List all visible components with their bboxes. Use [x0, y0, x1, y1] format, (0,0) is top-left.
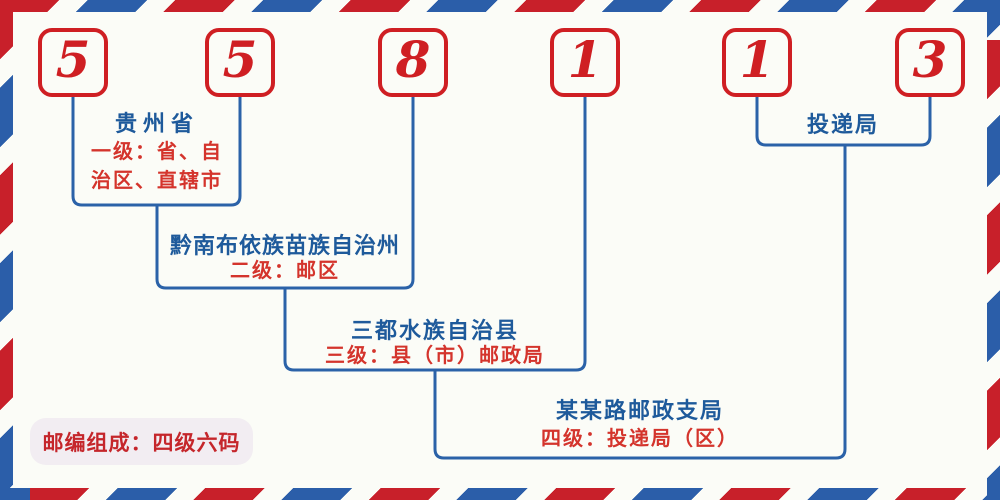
footer-badge: 邮编组成：四级六码	[30, 418, 253, 465]
level1-description: 一级：省、自 治区、直辖市	[91, 137, 223, 195]
level1-description-line2: 治区、直辖市	[91, 168, 223, 192]
digit-5: 1	[739, 30, 775, 89]
level1-region-name: 贵州省	[114, 111, 200, 137]
border-stripe-top	[0, 0, 1000, 12]
bracket-delivery-office	[755, 97, 932, 147]
digit-box-1: 5	[38, 28, 108, 97]
digit-2: 5	[222, 30, 258, 89]
digit-1: 5	[55, 30, 91, 89]
border-stripe-bottom	[0, 488, 1000, 500]
level1-description-line1: 一级：省、自	[91, 139, 223, 163]
digit-3: 8	[395, 30, 431, 89]
level4-description: 四级：投递局（区）	[541, 426, 739, 450]
level2-region-name: 黔南布依族苗族自治州	[169, 233, 401, 259]
delivery-office-label: 投递局	[806, 112, 880, 138]
footer-badge-text: 邮编组成：四级六码	[42, 429, 241, 455]
digit-box-3: 8	[378, 28, 448, 97]
digit-box-6: 3	[895, 28, 965, 97]
digit-4: 1	[567, 30, 603, 89]
digit-6: 3	[912, 30, 948, 89]
digit-box-5: 1	[722, 28, 792, 97]
digit-box-2: 5	[205, 28, 275, 97]
digit-box-4: 1	[550, 28, 620, 97]
border-stripe-left	[0, 0, 13, 500]
bracket-level4	[433, 145, 847, 460]
level2-description: 二级：邮区	[230, 258, 340, 282]
border-stripe-right	[987, 0, 1000, 500]
level3-region-name: 三都水族自治县	[350, 318, 520, 344]
level4-region-name: 某某路邮政支局	[555, 398, 725, 424]
level3-description: 三级：县（市）邮政局	[325, 343, 545, 367]
